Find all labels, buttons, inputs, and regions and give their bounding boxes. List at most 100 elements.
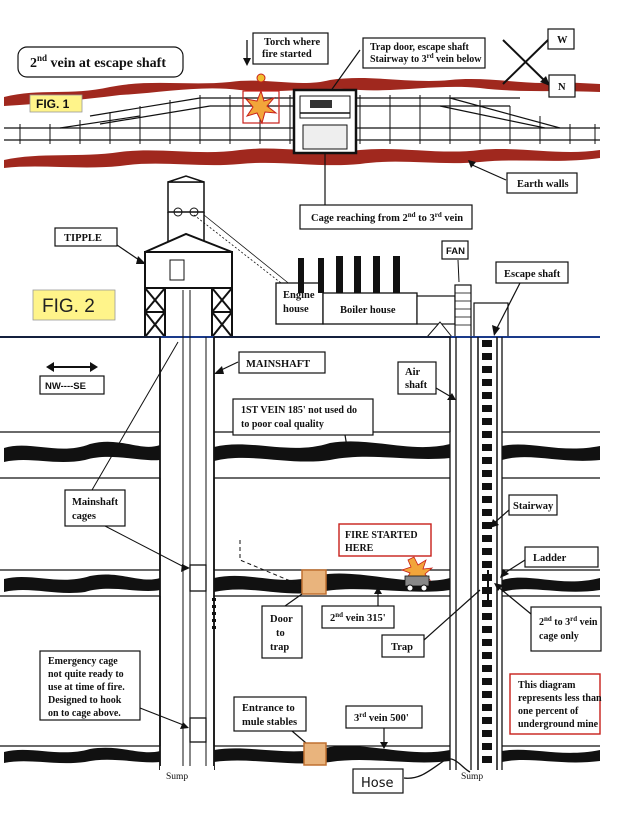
earth-walls-label: Earth walls	[517, 179, 569, 190]
stair-step	[482, 639, 492, 646]
stair-step	[482, 600, 492, 607]
emergency-label-2: not quite ready to	[48, 669, 124, 680]
sump-right-label: Sump	[461, 772, 483, 782]
torch-label-box	[252, 32, 329, 65]
vein2-right	[502, 577, 600, 592]
entrance-label-1: Entrance to	[242, 703, 295, 714]
fig2-label: FIG. 2	[42, 296, 95, 317]
stair-step	[482, 522, 492, 529]
stair-step	[482, 717, 492, 724]
vein3-right	[502, 749, 600, 763]
air-shaft-label-1: Air	[405, 367, 421, 378]
stair-step	[482, 548, 492, 555]
door-label-3: trap	[270, 642, 289, 653]
fire-started-label-box	[338, 523, 432, 557]
stair-step	[482, 613, 492, 620]
door-label-2: to	[276, 628, 285, 639]
fig1-label-box	[29, 94, 83, 113]
door-label-1: Door	[270, 614, 293, 625]
stair-step	[482, 444, 492, 451]
fire-started-label-1: FIRE STARTED	[345, 530, 418, 541]
stairway-steps	[482, 340, 492, 763]
mainshaft	[159, 290, 215, 770]
stair-step	[482, 418, 492, 425]
cage-plan-icon	[302, 124, 348, 150]
cage-only-label-1: 2nd to 3rd vein	[539, 615, 598, 628]
mainshaft-label: MAINSHAFT	[246, 359, 310, 370]
stair-step	[482, 756, 492, 763]
compass-north: N	[558, 82, 566, 93]
engine-house-label-1: Engine	[283, 290, 315, 301]
stair-step	[482, 561, 492, 568]
hose-line	[403, 758, 471, 779]
direction-label: NW----SE	[45, 381, 86, 392]
emergency-label-3: use at time of fire.	[48, 682, 125, 693]
tipple-label: TIPPLE	[64, 233, 102, 244]
entrance-label-box	[233, 696, 307, 732]
vein1-mid	[214, 441, 450, 462]
stair-step	[482, 470, 492, 477]
trap-door-line2: Stairway to 3rd vein below	[370, 52, 482, 65]
emergency-cage	[189, 717, 207, 743]
note-line-3: one percent of	[518, 706, 579, 717]
earth-walls-label-box	[506, 172, 578, 194]
stair-step	[482, 483, 492, 490]
note-line-1: This diagram	[518, 680, 576, 691]
stair-step	[482, 340, 492, 347]
vein2-label-box	[321, 605, 395, 629]
mainshaft-cages-label-2: cages	[72, 511, 96, 522]
vein1-label-1: 1ST VEIN 185' not used do	[241, 405, 357, 416]
mainshaft-cage-upper	[189, 564, 207, 592]
vein1-label-2: to poor coal quality	[241, 419, 324, 430]
fig1-title-box	[17, 46, 184, 78]
emergency-cage-label-box	[39, 650, 141, 721]
note-box	[509, 673, 601, 735]
mainshaft-cages-label-1: Mainshaft	[72, 497, 119, 508]
door-to-trap-icon	[301, 569, 327, 595]
stair-step	[482, 730, 492, 737]
door-label-box	[261, 605, 303, 659]
fig2-cross-section: TIPPLE FIG. 2 Engine house Boiler house …	[0, 175, 602, 794]
hose-label: Hose	[361, 776, 394, 791]
direction-indicator: NW----SE	[39, 362, 105, 395]
lower-earth-wall	[4, 148, 600, 168]
stair-step	[482, 392, 492, 399]
vein3-mid	[214, 746, 450, 764]
trap-label-box	[381, 634, 425, 658]
trap-door-line1: Trap door, escape shaft	[370, 42, 470, 53]
stair-step	[482, 496, 492, 503]
escape-shaft-label: Escape shaft	[504, 269, 561, 280]
boiler-house	[322, 292, 418, 325]
ladder-label: Ladder	[533, 553, 567, 564]
tipple-roof	[144, 232, 233, 253]
trap-label: Trap	[391, 642, 413, 653]
stair-step	[482, 704, 492, 711]
ladder-label-box	[524, 546, 599, 568]
stair-step	[482, 652, 492, 659]
stair-step	[482, 743, 492, 750]
stairway-label: Stairway	[513, 501, 554, 512]
tipple-house	[144, 251, 233, 289]
engine-house-label-2: house	[283, 304, 309, 315]
cage-label: Cage reaching from 2nd to 3rd vein	[311, 211, 463, 224]
fire-started-label-2: HERE	[345, 543, 374, 554]
stair-step	[482, 353, 492, 360]
escape-shaft	[477, 337, 498, 770]
cage-only-label-2: cage only	[539, 631, 579, 642]
fig2-label-box	[32, 289, 116, 321]
headframe-tower	[167, 181, 205, 213]
stair-step	[482, 691, 492, 698]
vein1-right	[502, 444, 600, 461]
fig1-title: 2nd vein at escape shaft	[30, 53, 166, 71]
trap-door-label-box	[362, 37, 486, 69]
smokestacks	[298, 256, 400, 293]
escape-shaft-label-box	[495, 261, 569, 284]
sheave-wheel-right	[189, 207, 199, 217]
torch-icon	[256, 73, 266, 83]
air-shaft-label-2: shaft	[405, 380, 428, 391]
torch-label-line1: Torch where	[264, 37, 320, 48]
mule-stables-door-icon	[303, 742, 327, 766]
fire-cart-icon	[400, 556, 434, 592]
vein2-left	[4, 574, 160, 593]
